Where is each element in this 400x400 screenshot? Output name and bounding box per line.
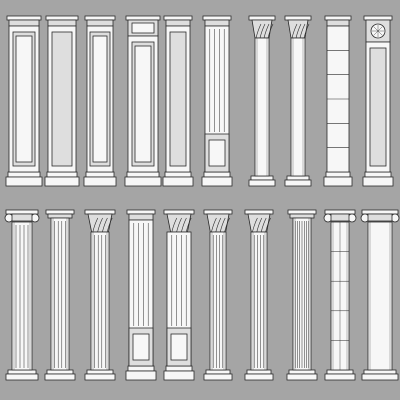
pilaster-corinthian-pedestal bbox=[163, 209, 195, 381]
column-corinthian-fine bbox=[203, 209, 233, 381]
pilaster-deep-panel bbox=[83, 15, 117, 187]
pilaster-plain-panel bbox=[162, 15, 194, 187]
shaft bbox=[254, 37, 270, 177]
column-corinthian-slim bbox=[284, 15, 312, 187]
pilaster-slim-paneled bbox=[44, 15, 80, 187]
column-corinthian-fluted bbox=[84, 209, 116, 381]
bottom-row bbox=[4, 209, 400, 381]
column-tuscan-fluted bbox=[286, 209, 318, 381]
column-ionic-drum bbox=[323, 209, 357, 381]
column-doric-fluted bbox=[44, 209, 76, 381]
shaft bbox=[367, 221, 393, 371]
pilaster-banded bbox=[323, 15, 353, 187]
column-corinthian-classic bbox=[244, 209, 274, 381]
pilaster-fluted-pedestal-tall bbox=[125, 209, 157, 381]
column-corinthian bbox=[248, 15, 276, 187]
shaft bbox=[50, 217, 70, 371]
column-ionic-fluted bbox=[4, 209, 40, 381]
shaft bbox=[11, 221, 33, 371]
pilaster-fluted-pedestal bbox=[201, 15, 233, 187]
top-row bbox=[5, 15, 394, 187]
pilaster-rosette bbox=[362, 15, 394, 187]
shaft bbox=[250, 231, 268, 371]
column-ionic-plain bbox=[360, 209, 400, 381]
pilaster-square-paneled bbox=[5, 15, 43, 187]
shaft bbox=[90, 231, 110, 371]
shaft bbox=[209, 231, 227, 371]
pilaster-top-box bbox=[124, 15, 162, 187]
shaft bbox=[290, 37, 306, 177]
